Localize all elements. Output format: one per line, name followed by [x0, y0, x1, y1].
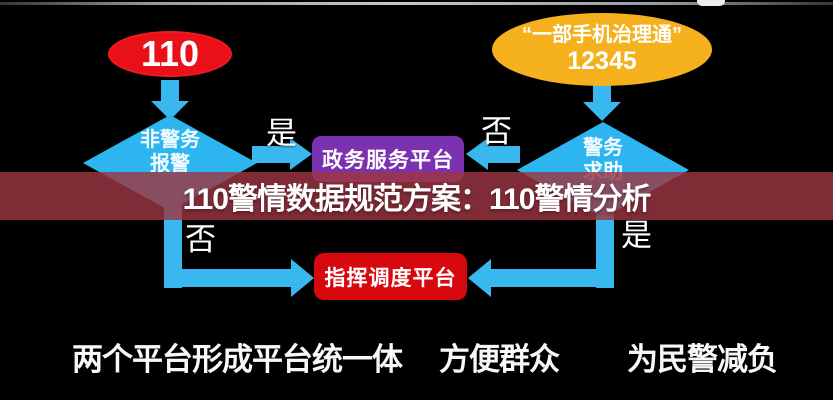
decision-non-police-line2: 报警: [150, 153, 190, 175]
caption-unified-platform: 两个平台形成平台统一体: [72, 342, 403, 377]
banner-title: 110警情数据规范方案：110警情分析: [182, 183, 652, 216]
connector-right-horizontal: [491, 269, 614, 287]
arrowhead-into-dispatch-left-icon: [291, 259, 314, 297]
decision-non-police-line1: 非警务: [140, 129, 200, 151]
arrow-right-to-gov-icon: [290, 138, 312, 170]
top-border-line: [0, 2, 833, 5]
source-node-12345[interactable]: “一部手机治理通” 12345: [492, 13, 712, 86]
source-node-110[interactable]: 110: [108, 31, 232, 77]
caption-convenience: 方便群众: [439, 342, 560, 377]
arrow-left-to-gov-shaft: [488, 146, 520, 163]
caption-burden-relief: 为民警减负: [627, 342, 778, 377]
arrow-down-right-shaft: [593, 84, 611, 102]
top-notch: [697, 0, 725, 6]
process-dispatch-label: 指挥调度平台: [324, 266, 457, 290]
label-yes-bottom-right: 是: [621, 218, 652, 253]
label-yes-left: 是: [266, 116, 297, 151]
process-gov-label: 政务服务平台: [322, 149, 454, 172]
source-12345-line1: “一部手机治理通”: [522, 23, 682, 46]
connector-left-horizontal: [164, 269, 292, 287]
process-dispatch-platform[interactable]: 指挥调度平台: [314, 253, 467, 300]
title-banner: 110警情数据规范方案：110警情分析: [0, 172, 833, 220]
source-12345-line2: 12345: [567, 46, 637, 75]
source-110-label: 110: [140, 33, 200, 74]
arrow-right-to-gov-shaft: [252, 146, 292, 163]
arrow-down-left-shaft: [161, 80, 179, 101]
arrow-down-left-icon: [151, 101, 189, 120]
arrow-down-right-icon: [583, 102, 621, 121]
label-no-right: 否: [481, 114, 512, 149]
arrowhead-into-dispatch-right-icon: [468, 259, 491, 297]
label-no-bottom-left: 否: [185, 222, 216, 257]
arrow-left-to-gov-icon: [466, 138, 488, 170]
decision-police-help-line1: 警务: [583, 137, 623, 159]
